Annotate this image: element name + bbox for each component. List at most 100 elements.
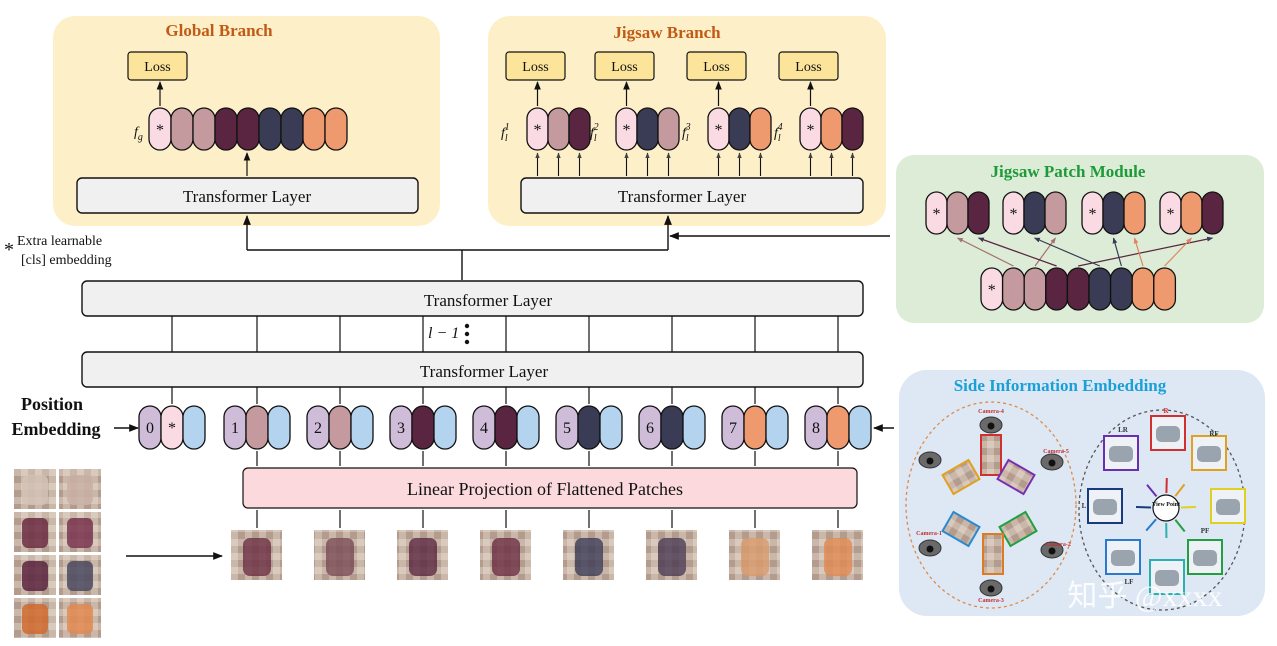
patch-token (1201, 191, 1224, 235)
patch-token (170, 107, 194, 151)
global-transformer-layer (76, 177, 419, 214)
viewpoint-label: LR (1118, 426, 1129, 434)
patch-token (1109, 267, 1133, 311)
viewpoint-thumb (1150, 415, 1186, 451)
cls-star-mark: * (715, 122, 723, 139)
patch-token (245, 405, 269, 450)
patch-token (1153, 267, 1177, 311)
shuffle-arrow (1133, 237, 1144, 267)
camera-icon (979, 416, 1003, 434)
watermark-text: 知乎 @xxxx (1067, 580, 1222, 613)
patch-token (547, 107, 570, 151)
position-index: 7 (729, 420, 737, 437)
viewpoint-arrow (1174, 519, 1186, 533)
camera-view-thumb (982, 533, 1004, 575)
cls-star-mark: * (156, 122, 164, 139)
side-information-panel: Side Information Embedding Camera-4Camer… (899, 370, 1265, 616)
position-index: 2 (314, 420, 322, 437)
patch-token (568, 107, 591, 151)
global-feature-label: fg (134, 125, 143, 143)
cls-star-mark: * (988, 282, 996, 299)
patch-token (328, 405, 352, 450)
token-triplet: 2 (306, 387, 374, 466)
camera-view-thumb (996, 458, 1036, 496)
jigsaw-transformer-layer (520, 177, 864, 214)
cls-star-mark: * (1010, 206, 1018, 223)
flattened-patch-row (231, 510, 863, 580)
side-info-token (516, 405, 540, 450)
shuffle-arrow (1033, 237, 1101, 267)
local-feature-label: fl2 (590, 122, 599, 144)
linear-projection-box (242, 467, 858, 509)
viewpoint-center-label: View Point (1152, 502, 1180, 508)
token-triplet: 8 (804, 387, 872, 466)
shuffle-arrow (1112, 237, 1122, 267)
position-index: 6 (646, 420, 654, 437)
local-feature-label: fl1 (501, 122, 510, 144)
jigsaw-module-groups: **** (925, 191, 1224, 235)
viewpoint-label: PF (1201, 527, 1210, 535)
viewpoint-thumb (1149, 559, 1185, 595)
global-layer-label: Transformer Layer (183, 187, 312, 206)
patch-token (657, 107, 680, 151)
patch-token (660, 405, 684, 450)
position-index: 3 (397, 420, 405, 437)
patch-token (820, 107, 843, 151)
cls-star-mark: * (168, 420, 176, 437)
patch-token (946, 191, 969, 235)
token-triplet: 7 (721, 387, 789, 466)
patch-token (1023, 191, 1046, 235)
shuffle-arrow (977, 237, 1057, 267)
local-feature-label: fl4 (774, 122, 783, 144)
patch-token (841, 107, 864, 151)
camera-view-thumb (941, 458, 981, 496)
side-info-token (682, 405, 706, 450)
patch-token (967, 191, 990, 235)
jigsaw-loss-box (778, 51, 839, 81)
jigsaw-loss-label: Loss (522, 60, 548, 75)
cls-star-mark: * (807, 122, 815, 139)
viewpoint-label: RF (1209, 430, 1218, 438)
viewpoint-label: LF (1125, 578, 1134, 586)
camera-label: Camera-5 (1043, 449, 1069, 455)
patch-token (826, 405, 850, 450)
camera-icons (918, 416, 1064, 597)
extra-learnable-note: * Extra learnable [cls] embedding (4, 234, 112, 268)
token-triplet: 4 (472, 387, 540, 466)
side-info-title: Side Information Embedding (954, 376, 1167, 395)
camera-label: Camera-4 (978, 409, 1004, 415)
branch-connectors (243, 215, 890, 280)
viewpoint-thumb (1191, 435, 1227, 471)
position-index: 5 (563, 420, 571, 437)
patch-token (1045, 267, 1069, 311)
side-info-token (267, 405, 291, 450)
jigsaw-branch-group: fl3*Loss (682, 51, 772, 176)
camera-icon (918, 539, 942, 557)
token-triplet: 1 (223, 387, 291, 466)
patch-token (1066, 267, 1090, 311)
patch-token (1123, 191, 1146, 235)
viewpoint-arrow (1145, 518, 1157, 532)
encoder-bottom-transformer-layer (81, 351, 864, 388)
viewpoint-center (1152, 494, 1180, 522)
patch-token (577, 405, 601, 450)
jigsaw-loss-box (594, 51, 655, 81)
shuffle-arrow (1034, 237, 1056, 267)
extra-note-star: * (4, 239, 14, 261)
position-embedding-line2: Embedding (11, 419, 100, 439)
token-triplet: 0* (138, 387, 206, 450)
side-info-token (765, 405, 789, 450)
jigsaw-patch-module-panel: Jigsaw Patch Module **** * (896, 155, 1264, 323)
position-embedding-line1: Position (21, 394, 83, 414)
cls-star-mark: * (1167, 206, 1175, 223)
jigsaw-branch-group: fl1*Loss (501, 51, 591, 176)
global-loss-box (127, 51, 188, 81)
patch-token (743, 405, 767, 450)
patch-token (1044, 191, 1067, 235)
patch-token (280, 107, 304, 151)
